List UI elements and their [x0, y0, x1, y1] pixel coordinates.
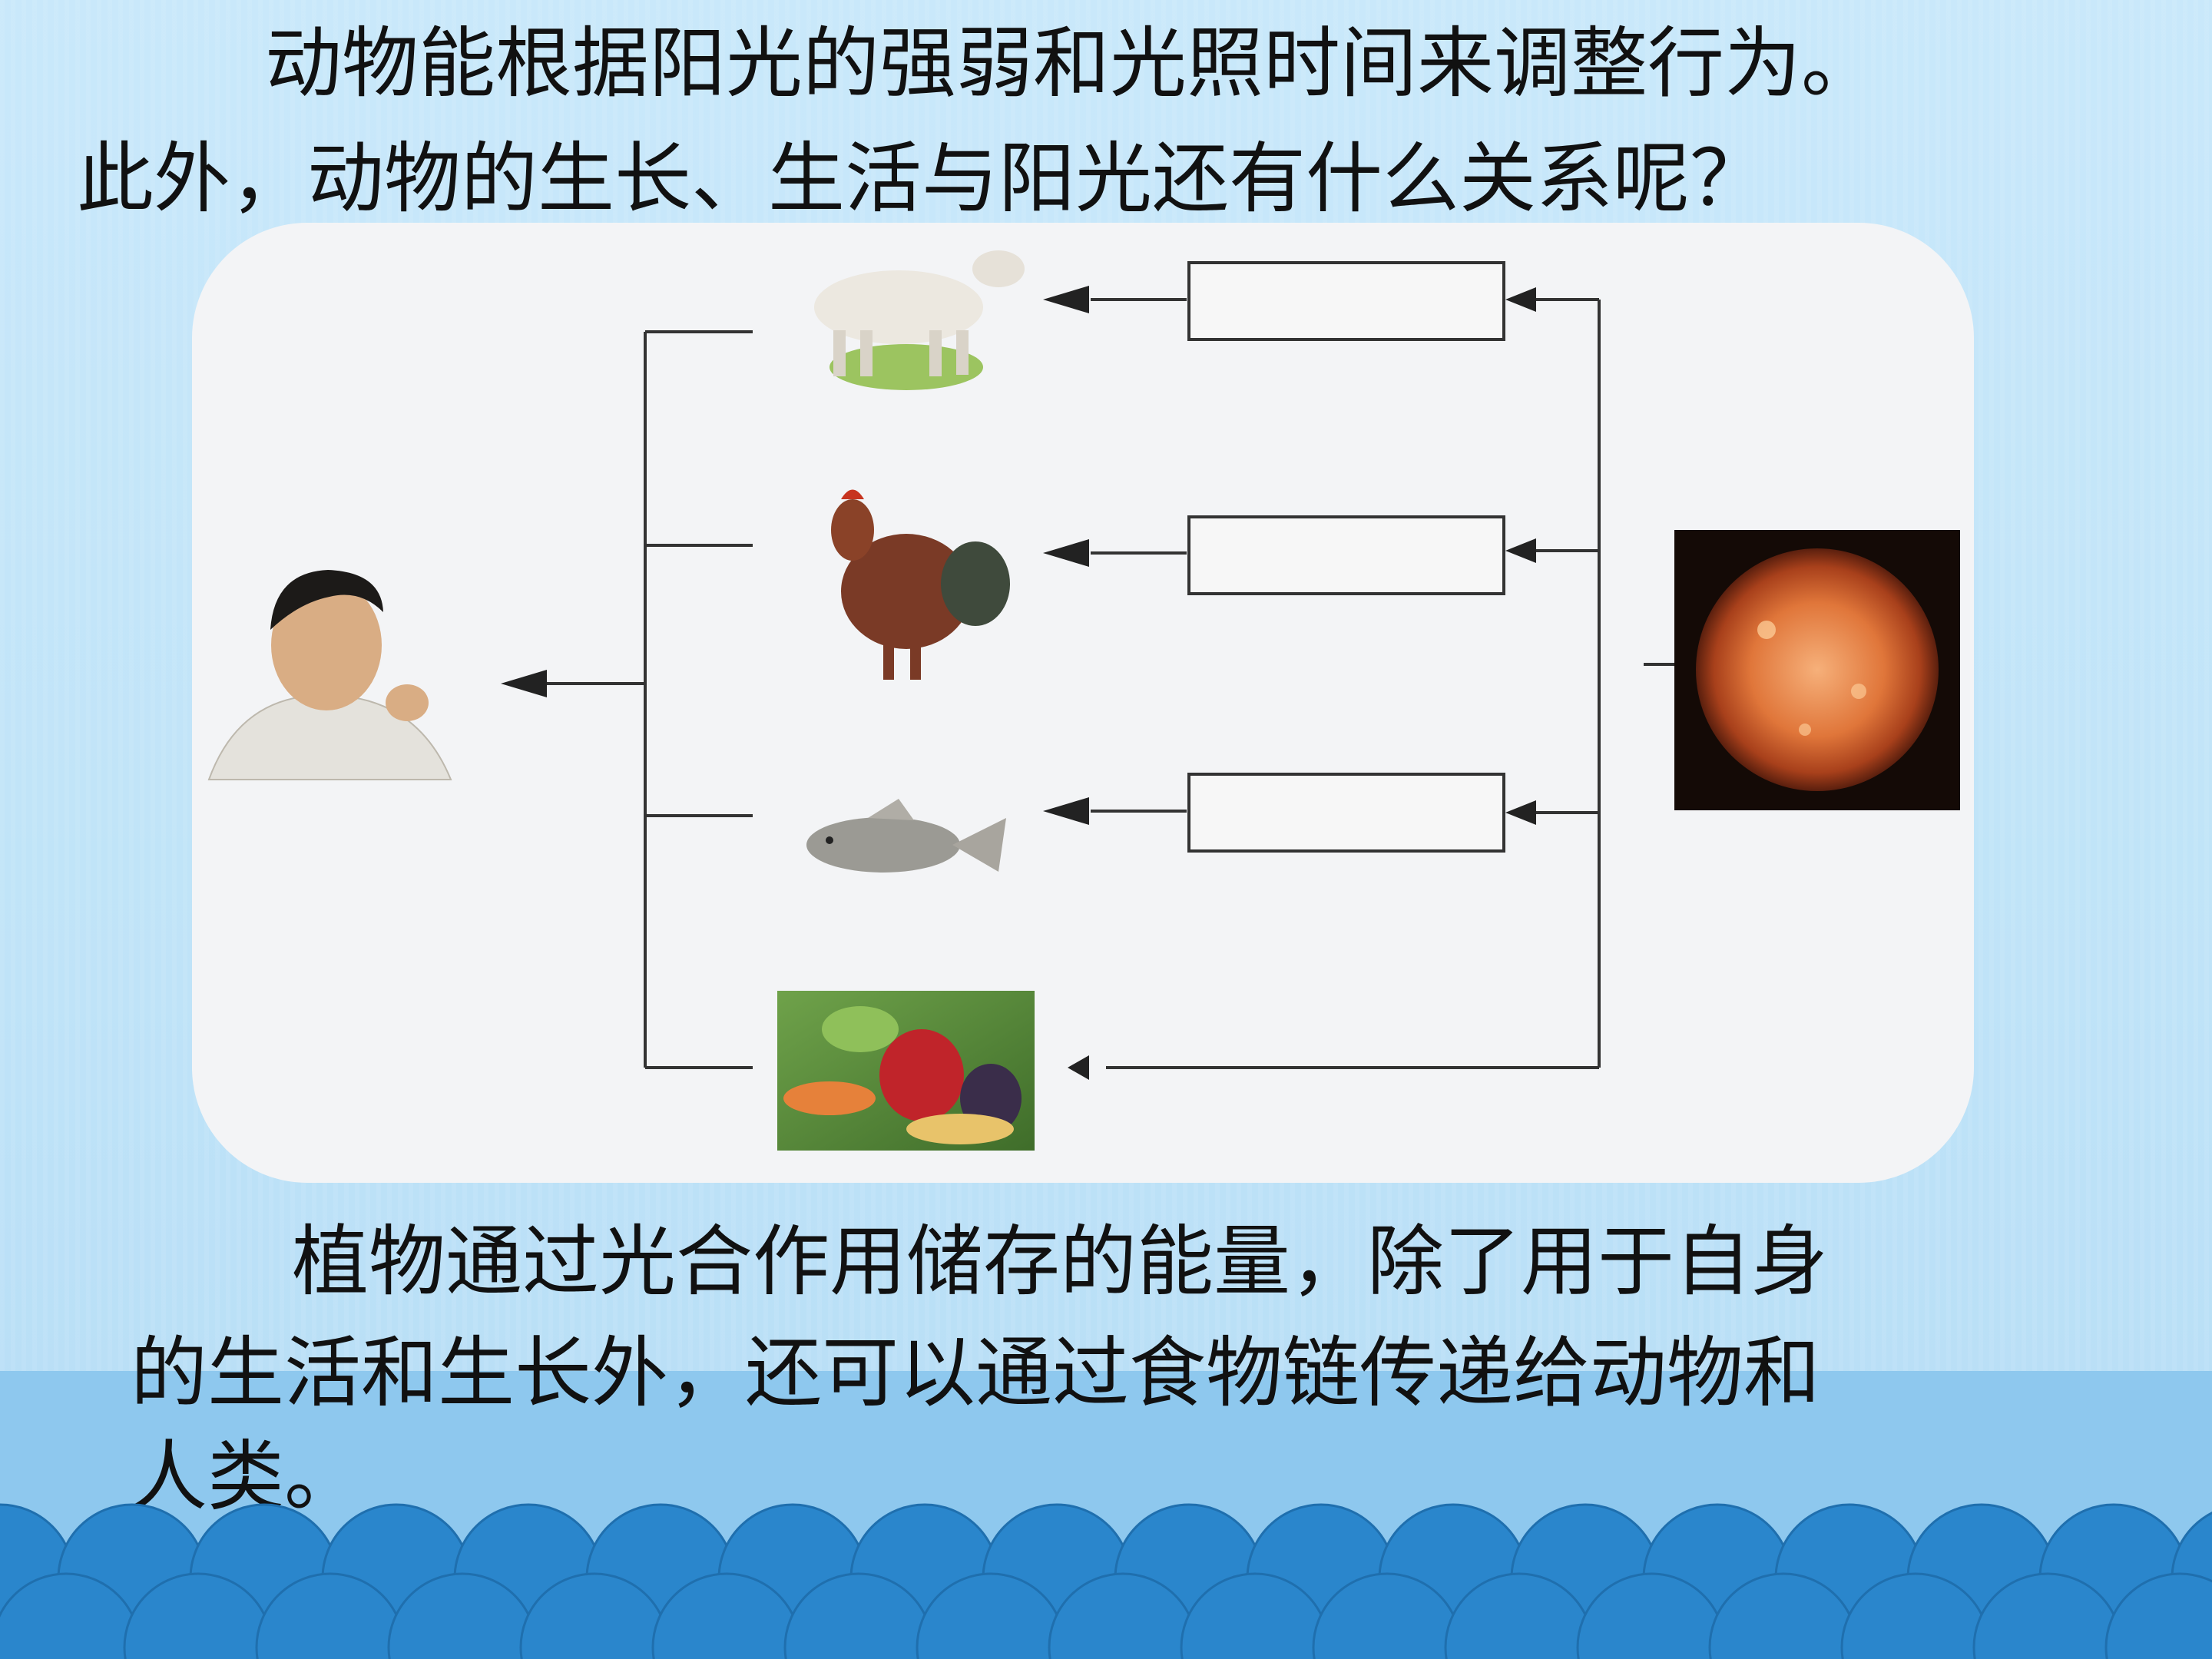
blank-box-rooster — [1187, 515, 1505, 595]
arrow-cow — [1043, 286, 1089, 313]
arrow-box-cow — [1505, 287, 1536, 312]
blank-box-fish — [1187, 773, 1505, 853]
intro-line-1: 动物能根据阳光的强弱和光照时间来调整行为。 — [265, 18, 1878, 108]
body-line-1: 植物通过光合作用储存的能量，除了用于自身 — [292, 1217, 1828, 1306]
wave-decoration — [0, 1503, 2212, 1659]
arrow-rooster — [1043, 539, 1089, 567]
child-icon — [207, 570, 452, 780]
wave-scallop-front — [2104, 1572, 2212, 1659]
body-line-2: 的生活和生长外，还可以通过食物链传递给动物和 — [131, 1328, 1820, 1418]
blank-boxes — [1187, 261, 1505, 853]
rooster-icon — [831, 489, 1010, 680]
arrow-child — [501, 670, 547, 697]
arrow-vegetables — [1068, 1055, 1089, 1080]
vegetables-icon — [777, 991, 1035, 1151]
arrowheads — [501, 286, 1536, 1080]
fish-icon — [806, 799, 1006, 873]
arrow-box-fish — [1505, 800, 1536, 825]
connector-lines — [530, 298, 1674, 1069]
arrow-box-rooster — [1505, 538, 1536, 563]
sun-icon — [1674, 530, 1960, 810]
body-line-3: 人类。 — [131, 1432, 361, 1522]
arrow-fish — [1043, 797, 1089, 825]
cow-icon — [814, 250, 1025, 390]
intro-line-2: 此外，动物的生长、生活与阳光还有什么关系呢？ — [77, 134, 1767, 224]
blank-box-cow — [1187, 261, 1505, 341]
